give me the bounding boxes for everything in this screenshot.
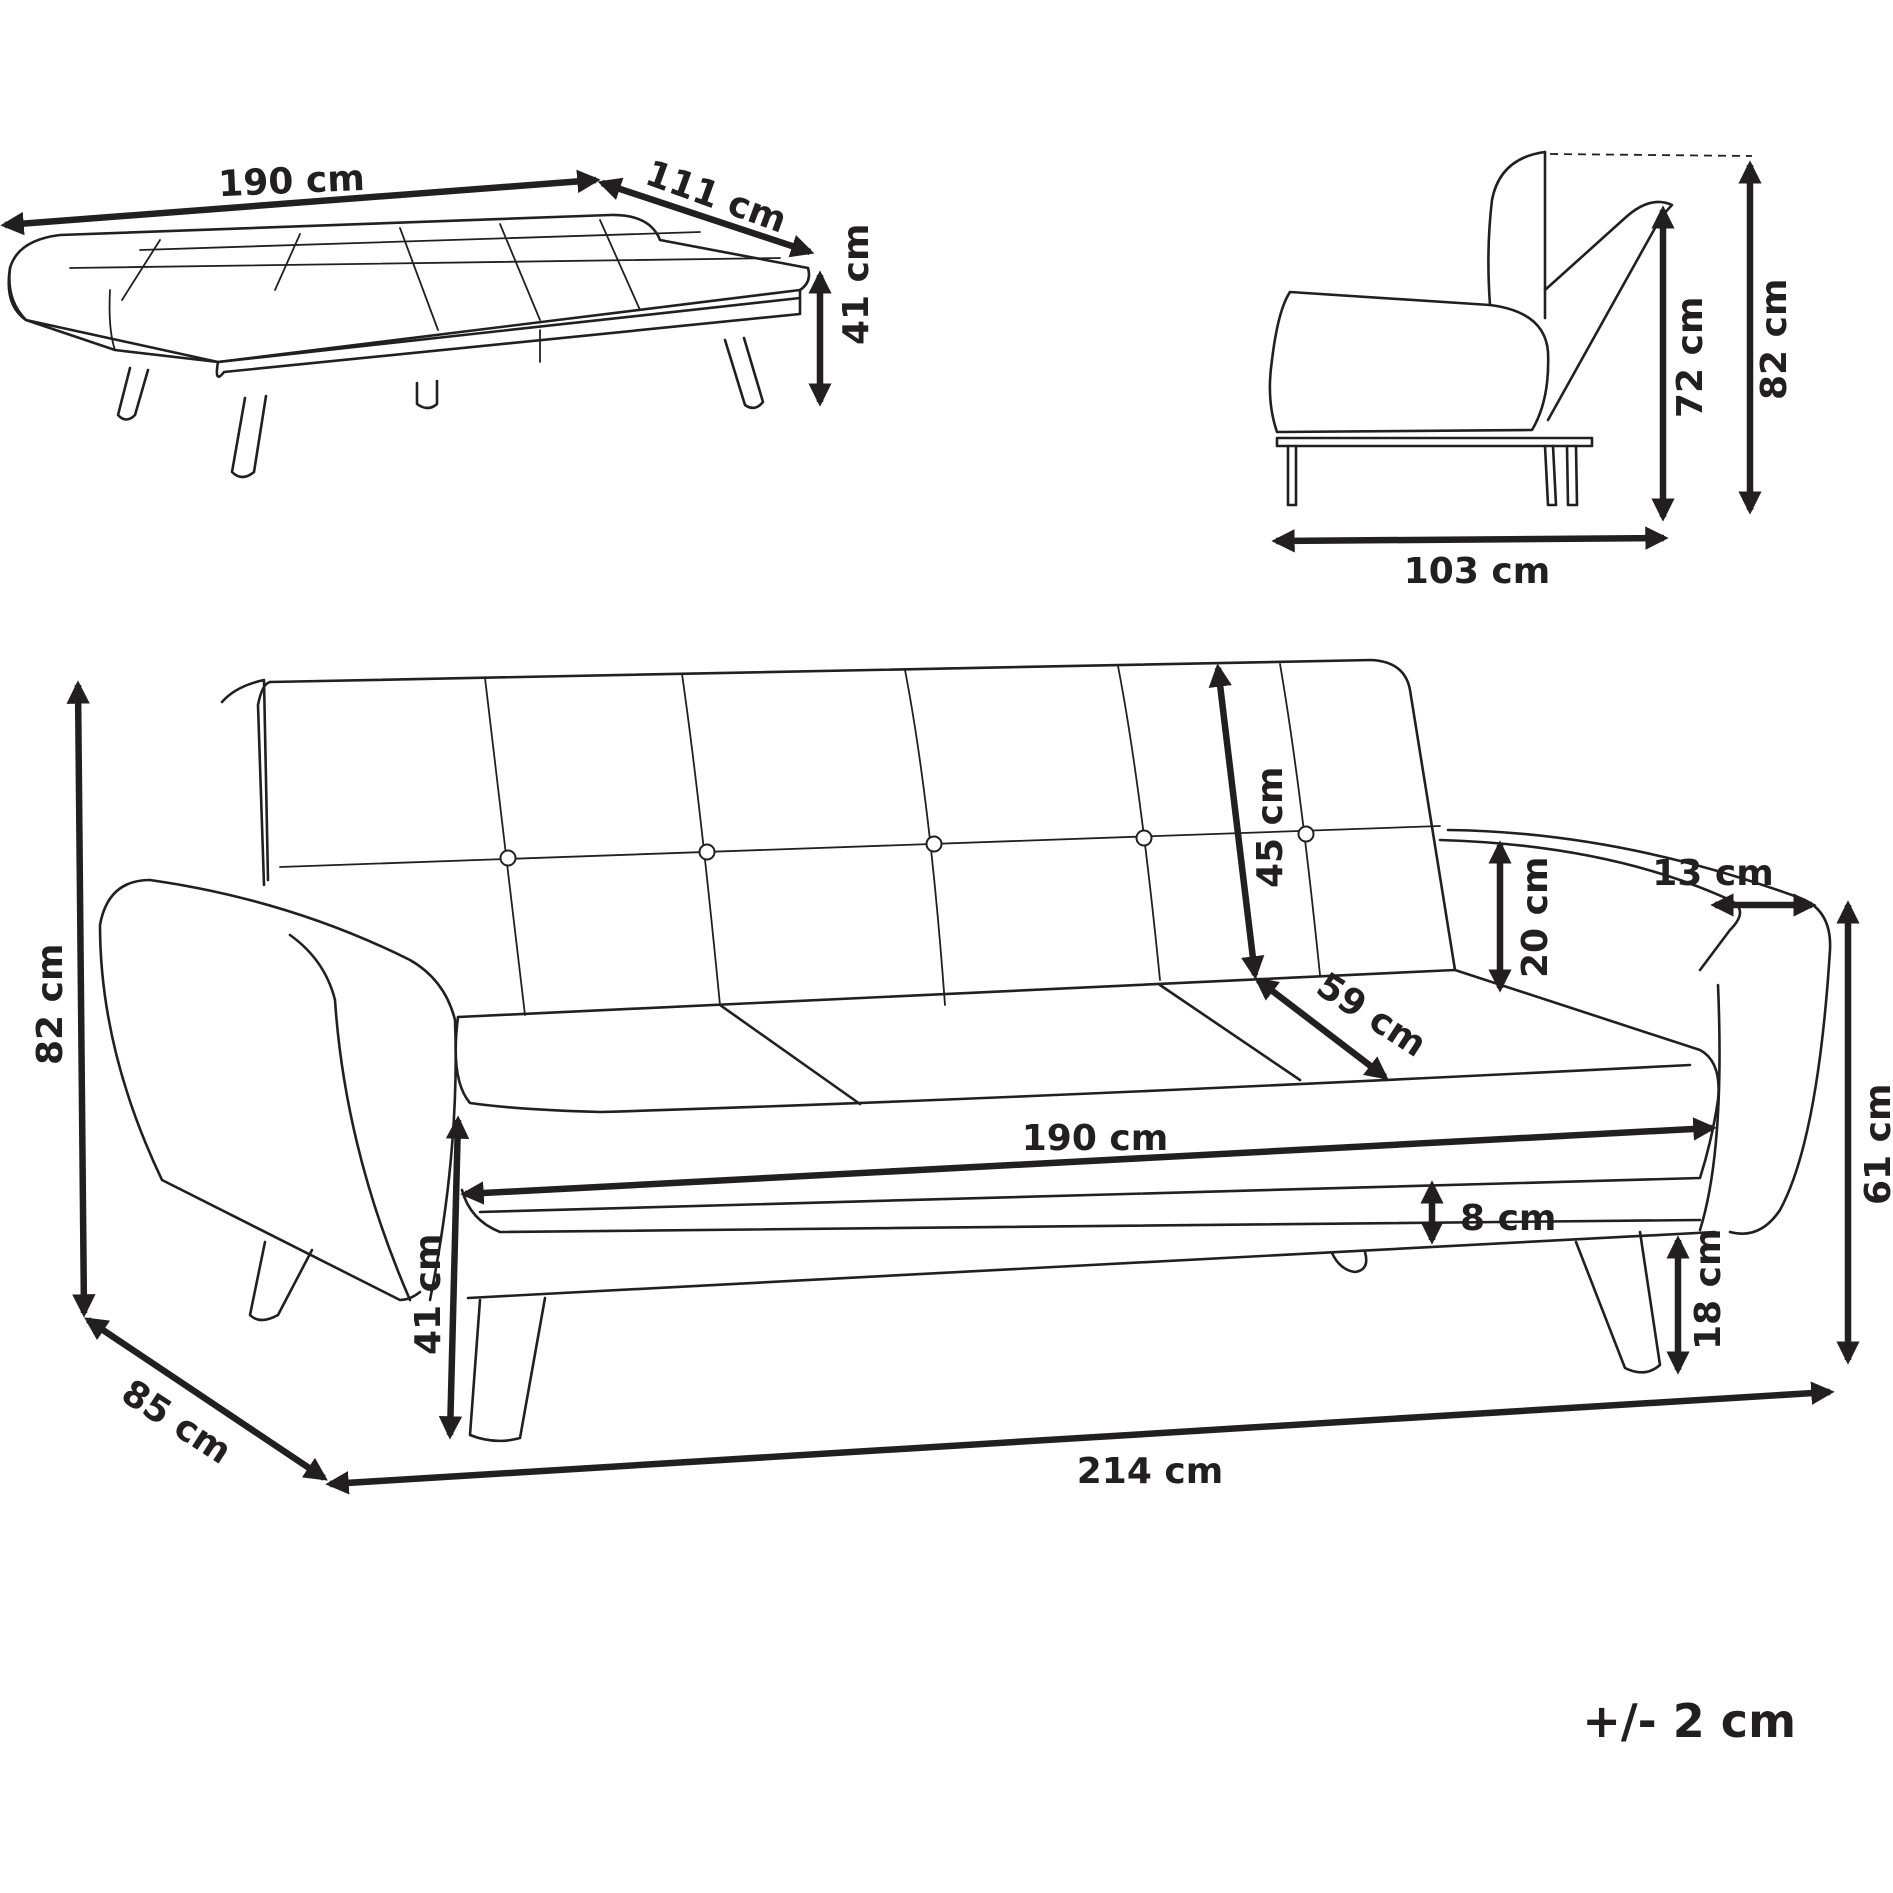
sofa-base-bottom — [466, 1230, 1717, 1300]
side-view-drawing — [1268, 150, 1753, 507]
bed-height-label: 41 cm — [836, 224, 877, 345]
total-depth-arrow — [84, 1317, 328, 1481]
bed-tuft-line — [121, 239, 161, 301]
total-depth-label: 85 cm — [114, 1372, 238, 1473]
sofa-tuft-line — [904, 669, 946, 1006]
sofa-button — [925, 835, 943, 853]
sofa-tuft-line — [484, 677, 526, 1016]
side-total-height-label: 82 cm — [1754, 279, 1795, 400]
seat-depth-label: 59 cm — [1309, 965, 1433, 1066]
sofa-armrest-right-outer — [1446, 828, 1832, 1235]
sofa-button — [1135, 829, 1153, 847]
bed-tuft-line — [499, 223, 541, 321]
side-base-frame — [1275, 436, 1594, 448]
sofa-seat-divider — [718, 1003, 862, 1106]
backrest-height-label: 45 cm — [1250, 767, 1291, 888]
sofa-armrest-left-inner — [288, 933, 412, 1302]
sofa-backrest-top — [268, 658, 1457, 972]
total-width-arrow — [325, 1381, 1835, 1495]
front-view-drawing — [98, 658, 1832, 1443]
leg-height-label: 18 cm — [1688, 1229, 1729, 1350]
bed-tuft-line — [399, 227, 439, 331]
bed-view-drawing — [7, 213, 811, 479]
bed-width-label: 190 cm — [217, 158, 365, 205]
tolerance-label: +/- 2 cm — [1582, 1694, 1796, 1748]
sofa-leg — [1574, 1230, 1662, 1374]
total-width-label: 214 cm — [1077, 1451, 1224, 1492]
bed-front-face — [7, 266, 802, 378]
sofa-leg — [468, 1296, 547, 1443]
bed-leg — [116, 366, 150, 421]
bed-tuft-line — [139, 231, 701, 251]
bed-tuft-line — [274, 233, 301, 291]
bed-width-arrow — [0, 169, 601, 236]
bed-seam — [108, 289, 116, 351]
seat-height-arrow — [438, 1115, 470, 1440]
total-height-arrow — [66, 680, 96, 1318]
seat-height-label: 41 cm — [408, 1234, 449, 1355]
side-leg — [1565, 444, 1579, 507]
total-height-label: 82 cm — [30, 944, 71, 1065]
sofa-leg — [1330, 1250, 1368, 1274]
sofa-backrest-left — [256, 680, 272, 887]
seat-thickness-label: 8 cm — [1460, 1198, 1556, 1239]
seat-depth-arrow — [1254, 977, 1389, 1080]
side-leg — [1286, 444, 1298, 507]
sofa-tuft-line — [1117, 665, 1161, 981]
seat-width-label: 190 cm — [1022, 1118, 1169, 1159]
bed-leg — [230, 394, 268, 479]
dimension-lines — [0, 160, 1860, 1495]
sofa-button — [1297, 825, 1315, 843]
sofa-back-frame-left — [220, 678, 270, 882]
sofa-leg — [248, 1240, 314, 1322]
side-leg — [1543, 444, 1558, 507]
armrest-height-label: 20 cm — [1515, 857, 1556, 978]
sofa-tuft-line — [681, 673, 721, 1006]
sofa-seat-front-edge — [454, 1015, 1692, 1114]
bed-depth-arrow — [597, 177, 815, 258]
sofa-seat-cushion — [456, 968, 1720, 1214]
side-depth-arrow — [1271, 526, 1669, 553]
side-back-rear — [1487, 150, 1547, 307]
side-height-guide — [1549, 153, 1753, 157]
backrest-height-arrow — [1208, 663, 1265, 980]
bed-front-edge — [216, 296, 802, 364]
sofa-armrest-left-outer — [98, 878, 422, 1302]
sofa-armrest-right-front — [1698, 983, 1721, 1232]
side-seat-body — [1268, 290, 1550, 434]
bed-depth-label: 111 cm — [640, 153, 792, 242]
side-back-reclined — [1543, 200, 1674, 422]
sofa-button — [698, 843, 716, 861]
bed-leg — [415, 379, 439, 410]
seat-width-arrow — [460, 1117, 1717, 1205]
sofa-tuft-line — [1279, 663, 1321, 976]
bed-tuft-line — [69, 257, 781, 269]
armrest-width-label: 13 cm — [1652, 853, 1773, 894]
side-depth-label: 103 cm — [1404, 551, 1551, 592]
bed-leg — [723, 336, 765, 410]
arm-height-label: 61 cm — [1858, 1084, 1893, 1205]
side-back-height-label: 72 cm — [1670, 297, 1711, 418]
sofa-button — [499, 849, 517, 867]
